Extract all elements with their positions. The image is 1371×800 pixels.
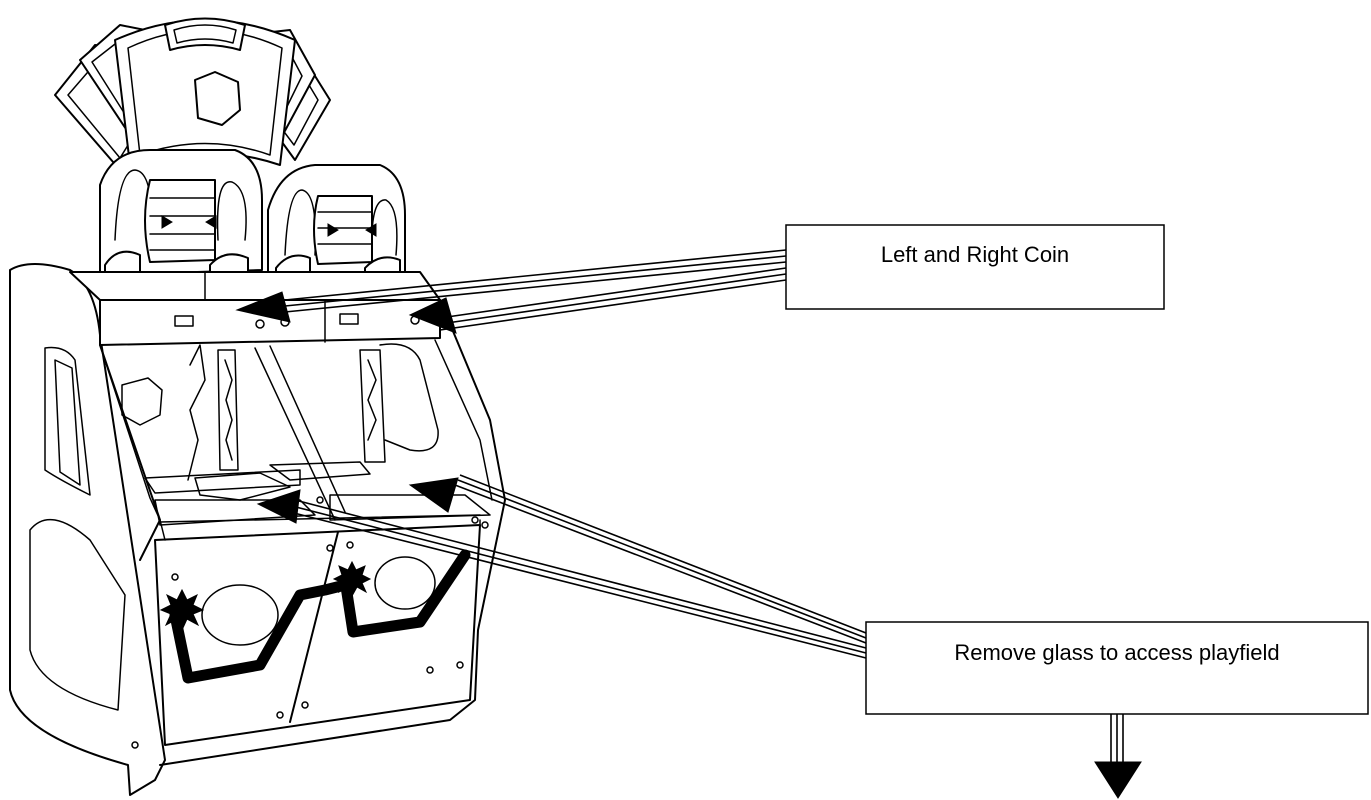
- left-coin-module: [99, 149, 263, 276]
- marquee-topper: [54, 17, 331, 171]
- glass-leader-lines: [289, 474, 867, 659]
- wiring-cable: [159, 549, 471, 684]
- coin-callout: Left and Right Coin: [235, 224, 1165, 334]
- coin-arrow-right: [408, 297, 457, 334]
- cabinet-body: [9, 263, 506, 796]
- glass-callout-box: [865, 621, 1369, 715]
- coin-arrow-left: [235, 291, 291, 323]
- glass-callout-label: Remove glass to access playfield: [954, 640, 1279, 665]
- coin-callout-label: Left and Right Coin: [881, 242, 1069, 267]
- right-coin-module: [267, 164, 406, 276]
- glass-arrow-right: [408, 477, 459, 513]
- glass-callout: Remove glass to access playfield: [256, 474, 1369, 799]
- coin-leader-lines: [284, 249, 787, 331]
- down-arrow-icon: [1094, 714, 1142, 799]
- coin-callout-box: [785, 224, 1165, 310]
- glass-arrow-left: [256, 489, 301, 524]
